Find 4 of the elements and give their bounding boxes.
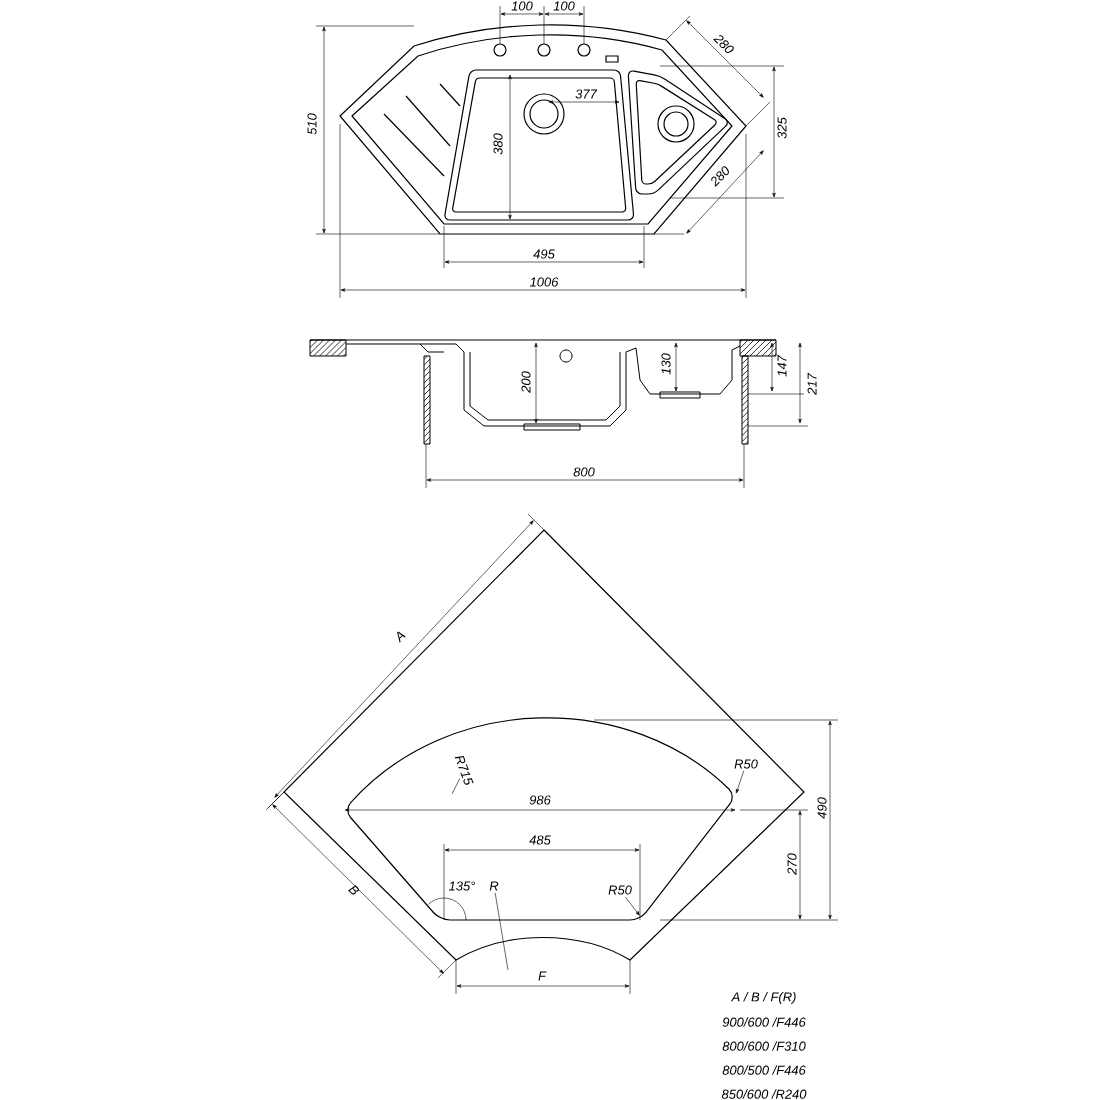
leader-line — [625, 896, 640, 916]
leader-line — [451, 778, 461, 795]
leader-line — [736, 770, 744, 794]
leader-line — [494, 892, 509, 971]
